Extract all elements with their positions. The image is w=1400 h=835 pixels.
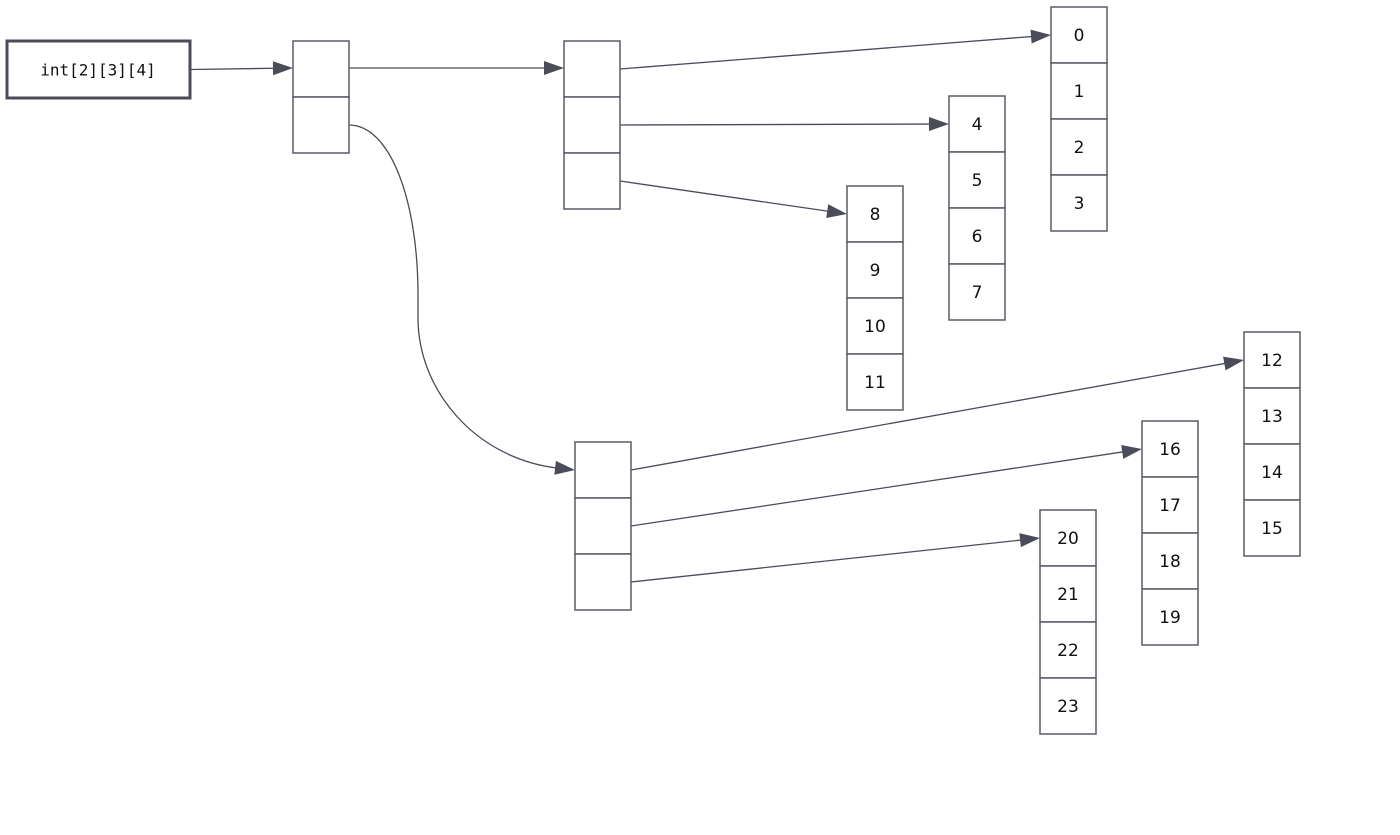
- cell-value: 11: [864, 373, 886, 393]
- middle-array-1-cell-2[interactable]: [574, 553, 632, 611]
- leaf-array-1-cell-1[interactable]: 5: [948, 151, 1006, 209]
- leaf-array-0-cell-3[interactable]: 3: [1050, 174, 1108, 232]
- edge-middle0-1-to-leaf: [619, 123, 932, 126]
- cell-value: 18: [1159, 552, 1181, 572]
- leaf-array-0-cell-1[interactable]: 1: [1050, 62, 1108, 120]
- middle-array-0-cell-1[interactable]: [563, 96, 621, 154]
- outer-pointer-array-cell-0[interactable]: [292, 40, 350, 98]
- leaf-array-2-cell-2[interactable]: 10: [846, 297, 904, 355]
- cell-value: 4: [972, 115, 983, 135]
- leaf-array-3-cell-2[interactable]: 14: [1243, 443, 1301, 501]
- edge-middle1-0-to-leaf: [630, 362, 1227, 471]
- cell-value: 9: [870, 261, 881, 281]
- edge-middle0-1-to-leaf-arrowhead: [928, 117, 949, 132]
- leaf-array-3-cell-1[interactable]: 13: [1243, 387, 1301, 445]
- edge-middle1-1-to-leaf-arrowhead: [1121, 445, 1142, 459]
- cell-value: 10: [864, 317, 886, 337]
- middle-array-1: [574, 441, 632, 611]
- cell-value: 15: [1261, 519, 1283, 539]
- cell-value: 14: [1261, 463, 1283, 483]
- cell-value: 19: [1159, 608, 1181, 628]
- leaf-array-2-cell-1[interactable]: 9: [846, 241, 904, 299]
- leaf-array-3-cell-0[interactable]: 12: [1243, 331, 1301, 389]
- cell-value: 3: [1074, 194, 1085, 214]
- leaf-array-2: 8 9 10 11: [846, 185, 904, 411]
- cell-value: 5: [972, 171, 983, 191]
- middle-array-0: [563, 40, 621, 210]
- edges-layer: [189, 29, 1244, 583]
- middle-array-0-cell-2[interactable]: [563, 152, 621, 210]
- cell-value: 22: [1057, 641, 1079, 661]
- edge-middle1-2-to-leaf: [630, 539, 1023, 583]
- cell-value: 0: [1074, 26, 1085, 46]
- edge-middle0-0-to-leaf: [619, 35, 1034, 70]
- leaf-array-4-cell-2[interactable]: 18: [1141, 532, 1199, 590]
- cell-value: 13: [1261, 407, 1283, 427]
- leaf-array-0-cell-0[interactable]: 0: [1050, 6, 1108, 64]
- cell-value: 16: [1159, 440, 1181, 460]
- leaf-array-1-cell-2[interactable]: 6: [948, 207, 1006, 265]
- leaf-array-2-cell-3[interactable]: 11: [846, 353, 904, 411]
- leaf-array-4-cell-0[interactable]: 16: [1141, 420, 1199, 478]
- edge-middle1-1-to-leaf: [630, 451, 1125, 527]
- leaf-array-4-cell-3[interactable]: 19: [1141, 588, 1199, 646]
- edge-outer0-to-middle0-arrowhead: [544, 61, 564, 75]
- middle-array-1-cell-1[interactable]: [574, 497, 632, 555]
- edge-middle0-2-to-leaf: [619, 180, 830, 213]
- leaf-array-2-cell-0[interactable]: 8: [846, 185, 904, 243]
- leaf-array-5-cell-3[interactable]: 23: [1039, 677, 1097, 735]
- root-label: int[2][3][4]: [40, 61, 156, 80]
- cell-value: 8: [870, 205, 881, 225]
- edge-root-to-outer: [189, 67, 276, 71]
- leaf-array-1-cell-0[interactable]: 4: [948, 95, 1006, 153]
- edge-outer1-to-middle1: [348, 124, 558, 469]
- cell-value: 17: [1159, 496, 1181, 516]
- cell-value: 21: [1057, 585, 1079, 605]
- leaf-array-4: 16 17 18 19: [1141, 420, 1199, 646]
- root-node[interactable]: int[2][3][4]: [5, 39, 192, 100]
- leaf-array-1-cell-3[interactable]: 7: [948, 263, 1006, 321]
- edge-outer1-to-middle1-arrowhead: [554, 460, 575, 475]
- leaf-array-3: 12 13 14 15: [1243, 331, 1301, 557]
- leaf-array-0-cell-2[interactable]: 2: [1050, 118, 1108, 176]
- cell-value: 12: [1261, 351, 1283, 371]
- middle-array-0-cell-0[interactable]: [563, 40, 621, 98]
- leaf-array-4-cell-1[interactable]: 17: [1141, 476, 1199, 534]
- cell-value: 20: [1057, 529, 1079, 549]
- edge-root-to-outer-arrowhead: [272, 61, 293, 76]
- leaf-array-1: 4 5 6 7: [948, 95, 1006, 321]
- cell-value: 2: [1074, 138, 1085, 158]
- edge-middle0-0-to-leaf-arrowhead: [1030, 29, 1051, 44]
- nodes-layer: int[2][3][4] 012345678910111213141516171…: [5, 6, 1301, 735]
- leaf-array-3-cell-3[interactable]: 15: [1243, 499, 1301, 557]
- leaf-array-5: 20 21 22 23: [1039, 509, 1097, 735]
- leaf-array-5-cell-2[interactable]: 22: [1039, 621, 1097, 679]
- edge-middle1-0-to-leaf-arrowhead: [1223, 356, 1244, 371]
- cell-value: 23: [1057, 697, 1079, 717]
- cell-value: 6: [972, 227, 983, 247]
- outer-pointer-array: [292, 40, 350, 154]
- edge-middle1-2-to-leaf-arrowhead: [1019, 533, 1040, 548]
- cell-value: 7: [972, 283, 983, 303]
- edge-middle0-2-to-leaf-arrowhead: [826, 204, 847, 219]
- middle-array-1-cell-0[interactable]: [574, 441, 632, 499]
- leaf-array-5-cell-1[interactable]: 21: [1039, 565, 1097, 623]
- outer-pointer-array-cell-1[interactable]: [292, 96, 350, 154]
- cell-value: 1: [1074, 82, 1085, 102]
- leaf-array-0: 0 1 2 3: [1050, 6, 1108, 232]
- leaf-array-5-cell-0[interactable]: 20: [1039, 509, 1097, 567]
